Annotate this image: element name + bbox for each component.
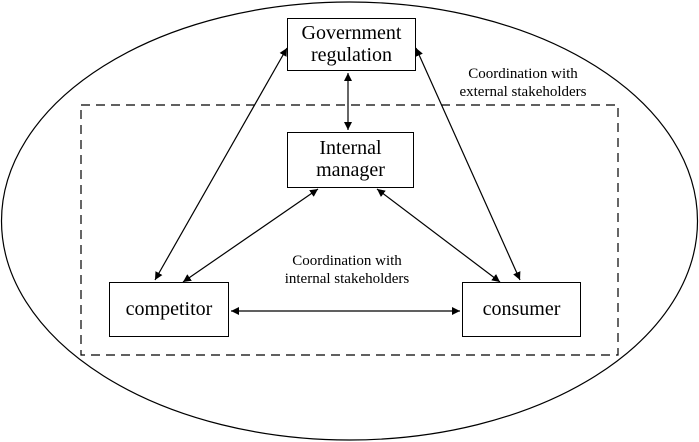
arrow-manager-competitor	[182, 188, 319, 283]
internal-coordination-label: Coordination with internal stakeholders	[284, 253, 410, 287]
external-coordination-label: Coordination with external stakeholders	[459, 66, 587, 100]
competitor-node: competitor	[109, 282, 229, 337]
arrow-government-competitor	[154, 47, 288, 281]
government-regulation-node: Government regulation	[287, 18, 416, 71]
consumer-node: consumer	[462, 282, 581, 337]
arrow-manager-consumer	[376, 188, 501, 283]
arrow-government-consumer	[415, 47, 521, 281]
internal-stakeholders-dashed-box	[80, 104, 619, 356]
internal-manager-node: Internal manager	[287, 132, 414, 188]
